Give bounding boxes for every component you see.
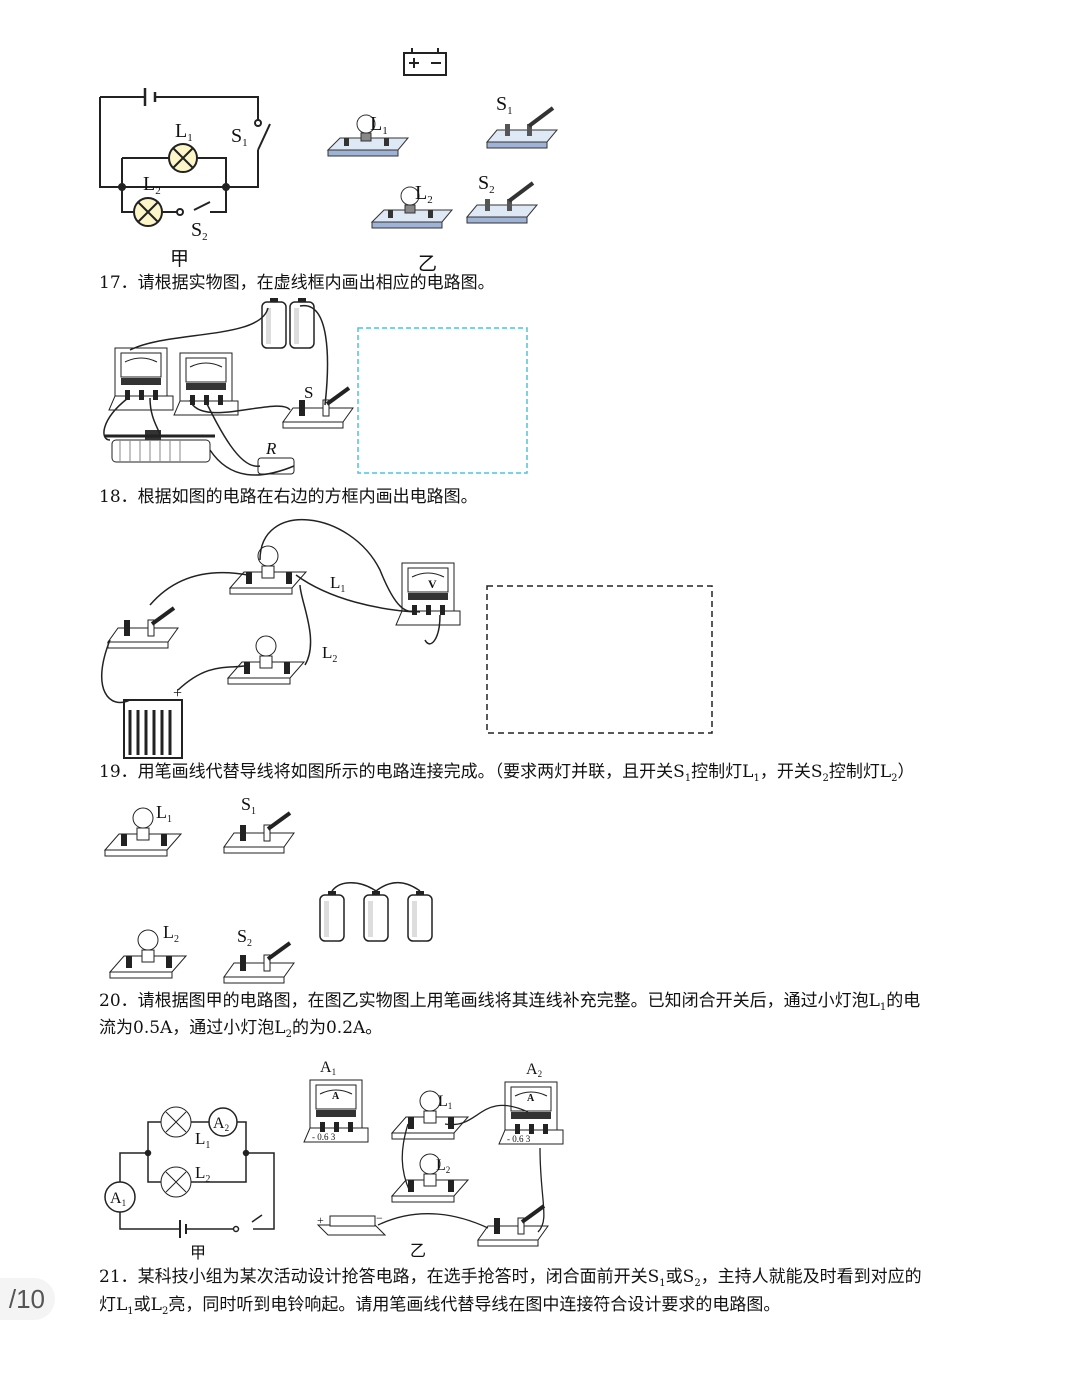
- q18-text-line: 18．根据如图的电路在右边的方框内画出电路图。: [99, 484, 478, 511]
- svg-text:A1: A1: [320, 1059, 336, 1077]
- svg-text:S: S: [304, 383, 313, 402]
- text-segment: 的电: [886, 991, 921, 1011]
- svg-text:+: +: [317, 1213, 324, 1227]
- svg-text:A1: A1: [110, 1190, 126, 1208]
- svg-text:V: V: [428, 577, 437, 591]
- svg-text:甲: 甲: [190, 1245, 206, 1262]
- text-segment: 或S: [665, 1267, 695, 1287]
- q17-text-line: 17．请根据实物图，在虚线框内画出相应的电路图。: [99, 270, 495, 297]
- svg-text:L1: L1: [195, 1129, 210, 1151]
- svg-text:L2: L2: [195, 1163, 210, 1185]
- q19-components: [104, 807, 433, 985]
- subscript: 2: [891, 773, 898, 784]
- text-segment: 控制灯L: [691, 762, 754, 782]
- svg-text:A2: A2: [526, 1061, 542, 1079]
- subscript: 2: [285, 1029, 292, 1040]
- svg-text:L2: L2: [436, 1157, 450, 1175]
- lamp-l1-symbol: [168, 143, 198, 173]
- q21-text-line: 灯L1或L2亮，同时听到电铃响起。请用笔画线代替导线在图中连接符合设计要求的电路…: [99, 1292, 780, 1325]
- page-indicator: /10: [0, 1278, 55, 1320]
- q20-text-line: 20．请根据图甲的电路图，在图乙实物图上用笔画线将其连线补充完整。已知闭合开关后…: [99, 988, 920, 1021]
- text-segment: ，主持人就能及时看到对应的: [700, 1267, 922, 1287]
- svg-text:L1: L1: [438, 1093, 452, 1111]
- svg-text:L1: L1: [156, 802, 172, 825]
- svg-text:S2: S2: [191, 219, 208, 243]
- text-segment: 18．根据如图的电路在右边的方框内画出电路图。: [99, 487, 478, 507]
- label-jia: 甲: [170, 249, 189, 270]
- subscript: 1: [684, 773, 692, 784]
- text-segment: 19．用笔画线代替导线将如图所示的电路连接完成。（要求两灯并联，且开关S: [99, 762, 685, 782]
- svg-text:A2: A2: [213, 1115, 229, 1133]
- svg-text:R: R: [265, 439, 277, 458]
- q19-text-line: 19．用笔画线代替导线将如图所示的电路连接完成。（要求两灯并联，且开关S1控制灯…: [99, 759, 915, 792]
- text-segment: 流为0.5A，通过小灯泡L: [99, 1018, 286, 1038]
- text-segment: 17．请根据实物图，在虚线框内画出相应的电路图。: [99, 273, 495, 293]
- svg-text:A: A: [332, 1091, 340, 1102]
- subscript: 2: [694, 1278, 701, 1289]
- subscript: 1: [879, 1002, 887, 1013]
- svg-text:A: A: [527, 1093, 535, 1104]
- text-segment: 21．某科技小组为某次活动设计抢答电路，在选手抢答时，闭合面前开关S: [99, 1267, 660, 1287]
- text-segment: 或L: [133, 1295, 162, 1315]
- q20-physical-yi: [303, 1079, 564, 1248]
- svg-text:L2: L2: [322, 643, 337, 665]
- q20-circuit-jia: [104, 1107, 275, 1238]
- svg-text:乙: 乙: [410, 1243, 426, 1260]
- svg-text:+: +: [173, 685, 182, 702]
- text-segment: 灯L: [99, 1295, 128, 1315]
- svg-text:- 0.6 3: - 0.6 3: [312, 1132, 336, 1142]
- subscript: 2: [161, 1306, 169, 1317]
- svg-text:L2: L2: [163, 922, 179, 945]
- label-yi: 乙: [418, 254, 437, 275]
- text-segment: 的为0.2A。: [291, 1018, 383, 1038]
- svg-text:L2: L2: [143, 173, 161, 197]
- q21-text-line: 21．某科技小组为某次活动设计抢答电路，在选手抢答时，闭合面前开关S1或S2，主…: [99, 1264, 922, 1297]
- svg-text:−: −: [376, 1211, 383, 1225]
- text-segment: 亮，同时听到电铃响起。请用笔画线代替导线在图中连接符合设计要求的电路图。: [168, 1295, 781, 1315]
- subscript: 1: [659, 1278, 666, 1289]
- subscript: 2: [822, 773, 829, 784]
- text-segment: ，开关S: [759, 762, 823, 782]
- svg-text:L1: L1: [330, 573, 345, 595]
- subscript: 1: [127, 1306, 134, 1317]
- svg-text:S1: S1: [241, 794, 256, 817]
- q20-text-line: 流为0.5A，通过小灯泡L2的为0.2A。: [99, 1015, 382, 1048]
- svg-text:S1: S1: [496, 93, 513, 117]
- circuit-diagram-jia-top: [99, 88, 271, 216]
- bulb-l2-physical: [371, 186, 453, 229]
- q20-lamps: [160, 1106, 192, 1198]
- q18-physical-circuit: +: [101, 518, 461, 759]
- text-segment: 20．请根据图甲的电路图，在图乙实物图上用笔画线将其连线补充完整。已知闭合开关后…: [99, 991, 880, 1011]
- q17-answer-box[interactable]: [357, 327, 528, 474]
- svg-text:S2: S2: [237, 926, 252, 949]
- q18-answer-box[interactable]: [486, 585, 713, 734]
- svg-text:S2: S2: [478, 172, 495, 196]
- lamp-l2-symbol: [133, 197, 163, 227]
- svg-text:L1: L1: [175, 120, 193, 144]
- bulb-l1-physical: [327, 114, 409, 157]
- svg-text:S1: S1: [231, 125, 248, 149]
- battery-icon: [403, 48, 447, 76]
- svg-text:L1: L1: [370, 113, 388, 137]
- svg-text:- 0.6 3: - 0.6 3: [507, 1134, 531, 1144]
- subscript: 1: [753, 773, 760, 784]
- q17-physical-circuit: [103, 297, 355, 476]
- text-segment: ）: [897, 762, 915, 782]
- svg-text:L2: L2: [415, 182, 433, 206]
- text-segment: 控制灯L: [828, 762, 892, 782]
